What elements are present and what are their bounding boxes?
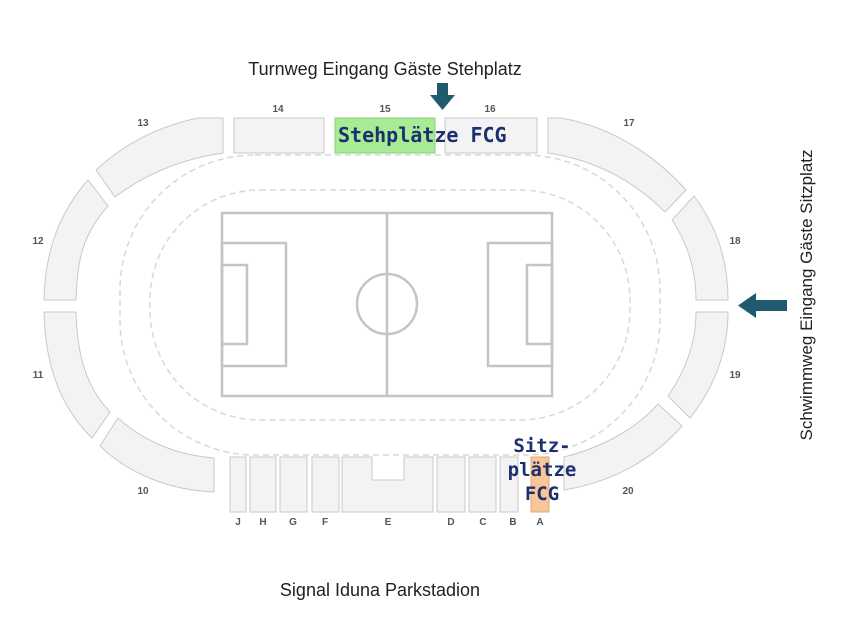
block-label-F: F <box>322 517 328 528</box>
block-label-C: C <box>479 517 486 528</box>
inner-dashed-track <box>149 189 631 421</box>
block-label-B: B <box>509 517 516 528</box>
block-label-E: E <box>385 517 392 528</box>
annotation-seating-line2: plätze <box>508 459 577 481</box>
block-B[interactable] <box>499 456 519 513</box>
block-label-A: A <box>536 517 543 528</box>
section-label-18: 18 <box>729 236 741 247</box>
block-label-G: G <box>289 517 297 528</box>
section-14-block[interactable] <box>233 117 325 154</box>
section-label-17: 17 <box>623 118 635 129</box>
outer-dashed-ring <box>119 154 661 456</box>
section-label-12: 12 <box>32 236 44 247</box>
block-C[interactable] <box>468 456 497 513</box>
block-H[interactable] <box>249 456 277 513</box>
block-A-seating[interactable] <box>530 456 550 513</box>
caption-bottom: Signal Iduna Parkstadion <box>280 580 480 600</box>
block-F[interactable] <box>311 456 340 513</box>
block-label-H: H <box>259 517 266 528</box>
section-18-block[interactable] <box>671 195 729 301</box>
section-label-11: 11 <box>33 370 44 381</box>
section-label-15: 15 <box>379 104 391 115</box>
section-label-10: 10 <box>137 486 149 497</box>
section-13-block[interactable] <box>95 117 224 198</box>
block-E[interactable] <box>341 456 434 513</box>
section-12-block[interactable] <box>43 179 109 301</box>
section-15-block-standing[interactable] <box>334 117 436 154</box>
annotation-standing-fcg: Stehplätze FCG <box>338 123 507 147</box>
annotation-seating-line3: FCG <box>525 483 559 505</box>
section-label-14: 14 <box>272 104 284 115</box>
annotation-seating-line1: Sitz- <box>513 435 570 457</box>
block-J[interactable] <box>229 456 247 513</box>
block-G[interactable] <box>279 456 308 513</box>
section-19-block[interactable] <box>667 311 729 419</box>
section-10-block[interactable] <box>99 417 215 493</box>
block-label-D: D <box>447 517 454 528</box>
block-label-J: J <box>235 517 241 528</box>
section-label-19: 19 <box>729 370 741 381</box>
section-label-16: 16 <box>484 104 496 115</box>
block-D[interactable] <box>436 456 466 513</box>
section-11-block[interactable] <box>43 311 111 439</box>
section-label-13: 13 <box>137 118 149 129</box>
caption-right: Schwimmweg Eingang Gäste Sitzplatz <box>797 149 816 440</box>
section-16-block[interactable] <box>444 117 538 154</box>
caption-top: Turnweg Eingang Gäste Stehplatz <box>248 59 522 79</box>
arrow-left-icon <box>738 293 787 318</box>
section-20-block[interactable] <box>563 403 683 491</box>
arrow-down-icon <box>430 83 455 110</box>
section-label-20: 20 <box>622 486 634 497</box>
football-pitch <box>220 211 554 398</box>
section-17-block[interactable] <box>547 117 687 213</box>
